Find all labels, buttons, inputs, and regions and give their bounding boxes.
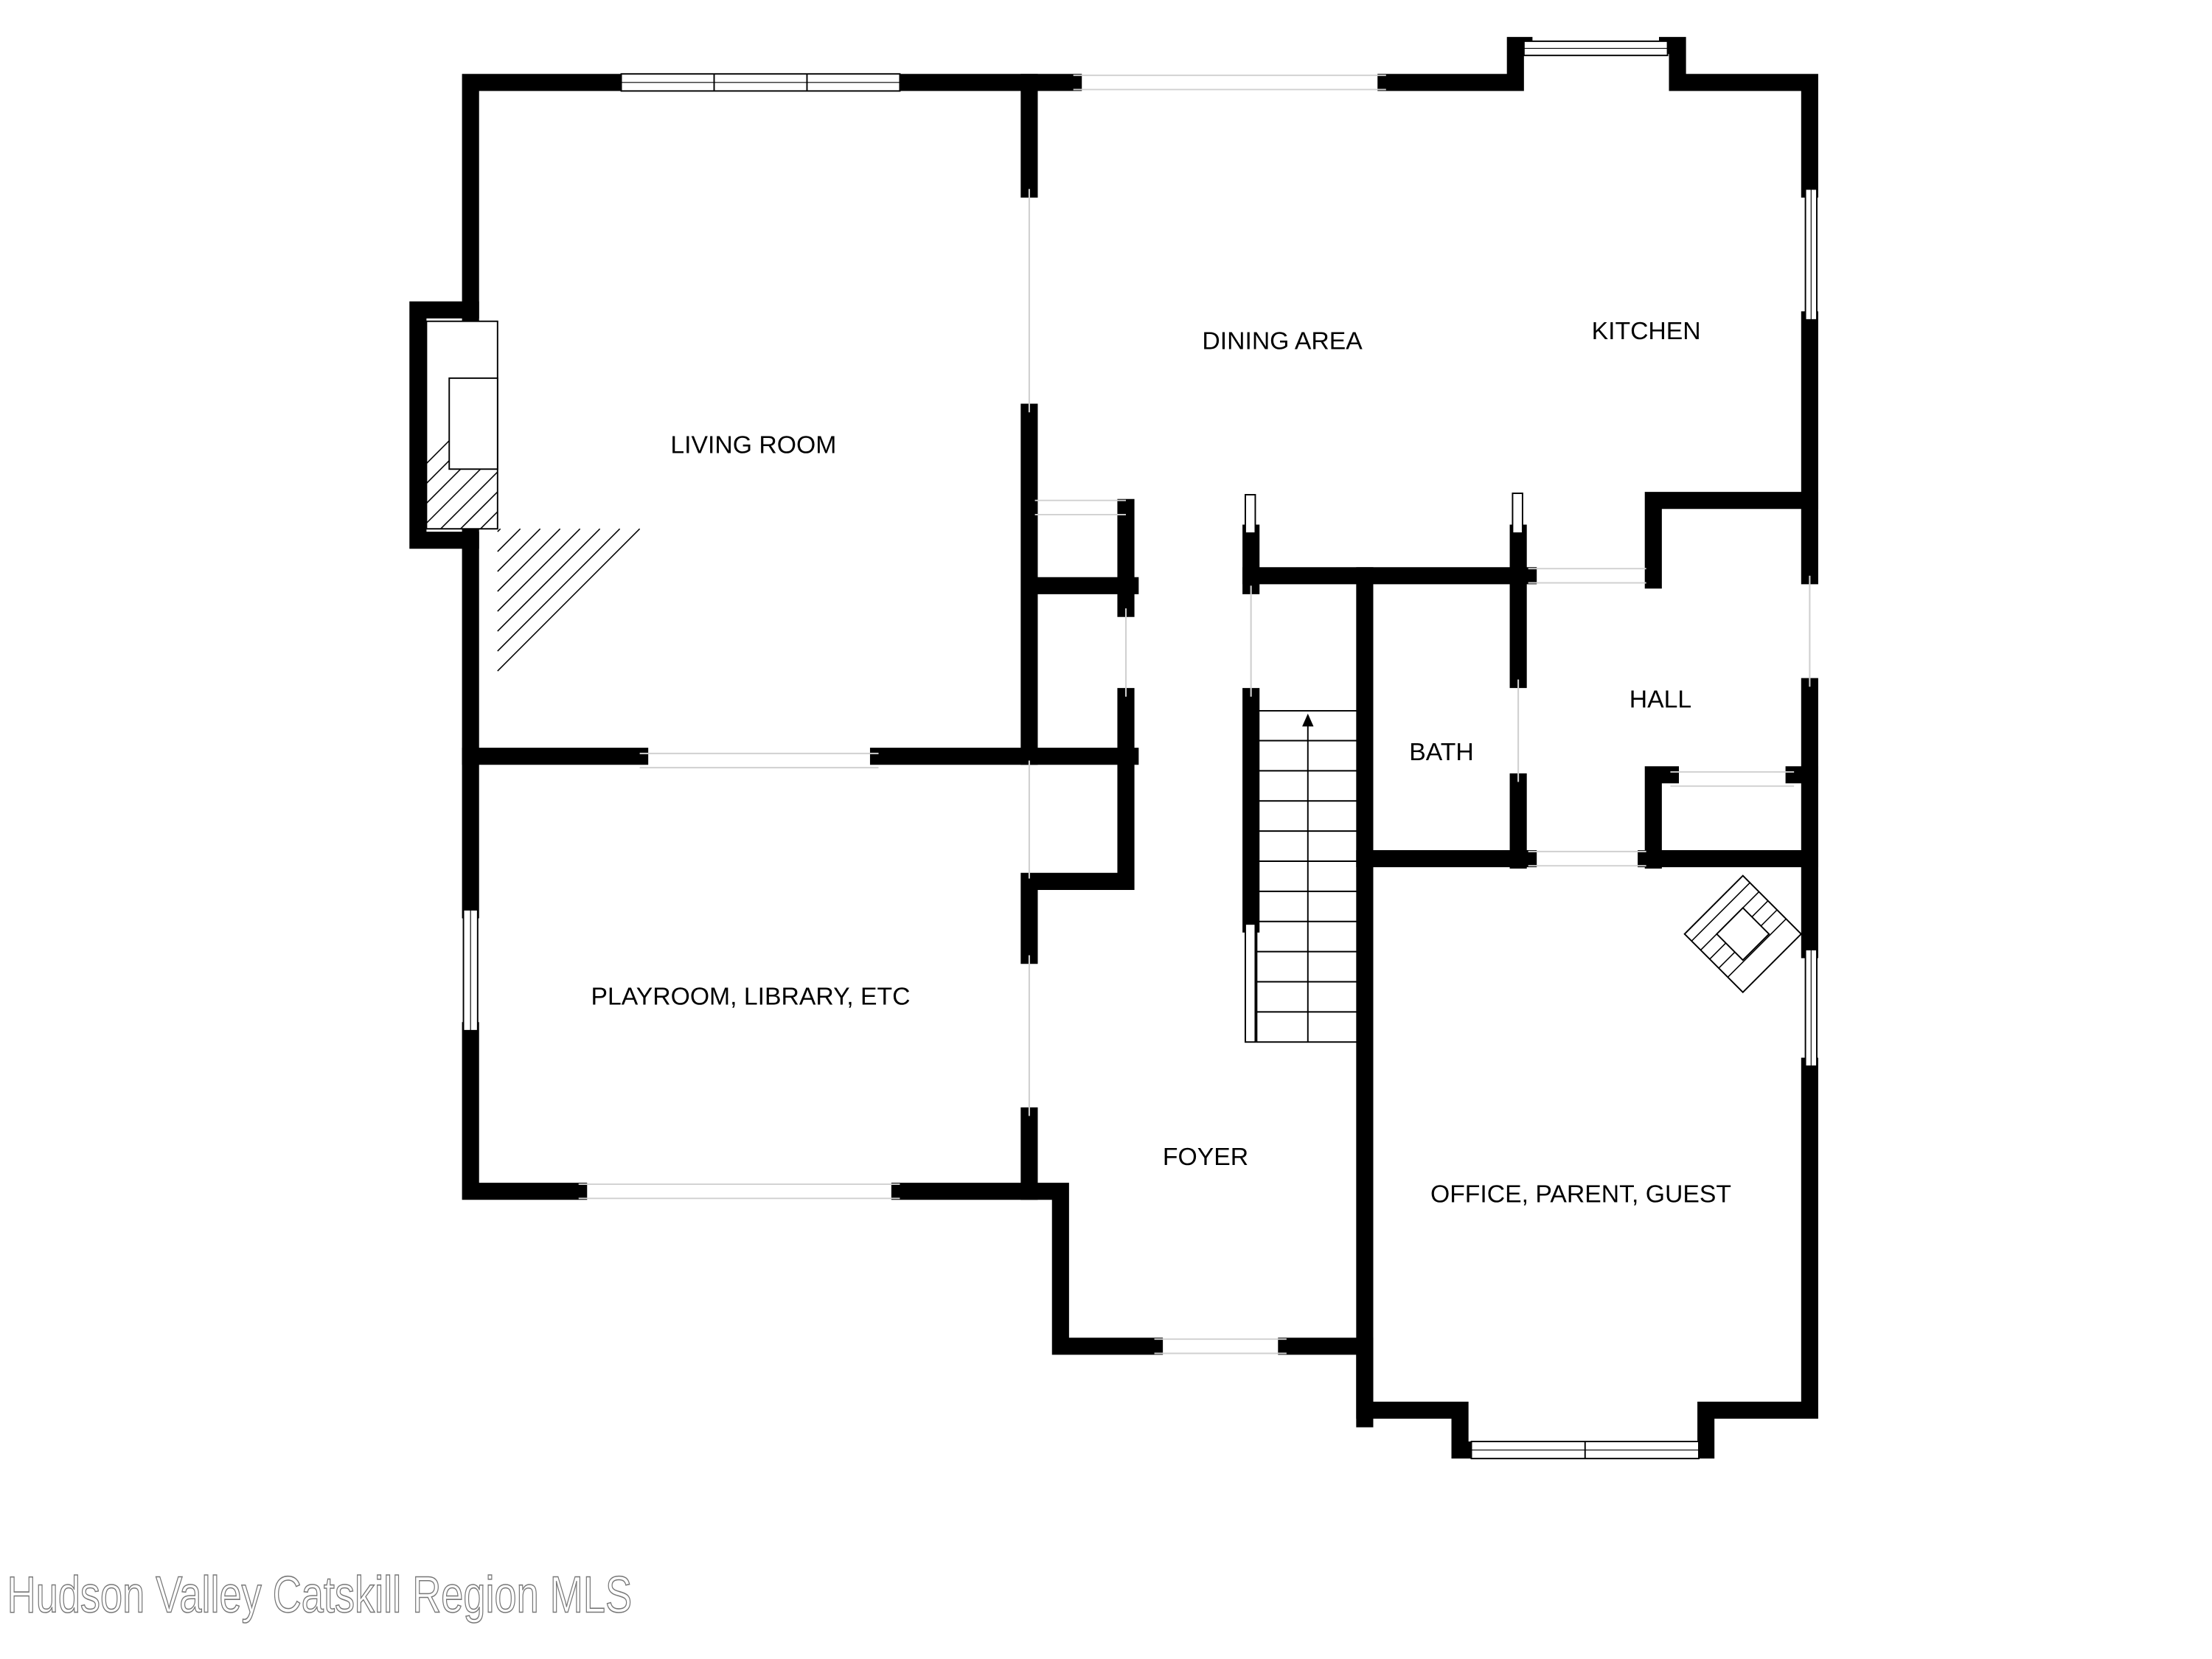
hatch-line (497, 528, 601, 632)
hatch-line (497, 528, 621, 652)
office-fireplace (1683, 874, 1803, 994)
staircase (1256, 710, 1362, 1043)
room-label-bath: BATH (1409, 738, 1473, 766)
mls-watermark: Hudson Valley Catskill Region MLS (7, 1567, 632, 1624)
room-label-dining-area: DINING AREA (1202, 327, 1363, 355)
hatch-line (460, 491, 498, 529)
arrow-up-icon (1302, 713, 1314, 727)
room-label-hall: HALL (1630, 685, 1691, 713)
room-label-living-room: LIVING ROOM (670, 431, 836, 459)
hatch-line (497, 528, 541, 572)
wall (1659, 37, 1818, 198)
wall (409, 301, 479, 919)
wall (1377, 37, 1533, 91)
living-room-fireplace (425, 320, 641, 672)
wall (1644, 492, 1818, 589)
hatch-line (497, 528, 501, 532)
hatch-line (1727, 918, 1787, 978)
door-jamb (1244, 493, 1256, 534)
wall (1278, 1338, 1481, 1459)
windows (462, 40, 1818, 1460)
openings (470, 74, 1811, 1354)
hatch-line (497, 528, 581, 612)
wall (1020, 688, 1135, 964)
door-jamb (1512, 493, 1523, 534)
walls (409, 37, 1818, 1459)
room-label-playroom: PLAYROOM, LIBRARY, ETC (591, 982, 910, 1010)
hatch-line (480, 511, 498, 529)
wall (891, 1183, 1164, 1355)
hatch-line (497, 528, 561, 592)
room-label-foyer: FOYER (1163, 1143, 1248, 1171)
hatch-line (497, 528, 641, 672)
wall (462, 1022, 588, 1200)
hatch-line (440, 471, 498, 529)
room-label-office: OFFICE, PARENT, GUEST (1430, 1180, 1731, 1208)
stair-rail (1244, 923, 1256, 1043)
hatch-line (1691, 882, 1750, 942)
wall (1644, 766, 1679, 869)
hatch-line (497, 528, 521, 552)
wall (1690, 1057, 1818, 1459)
room-label-kitchen: KITCHEN (1592, 317, 1701, 345)
